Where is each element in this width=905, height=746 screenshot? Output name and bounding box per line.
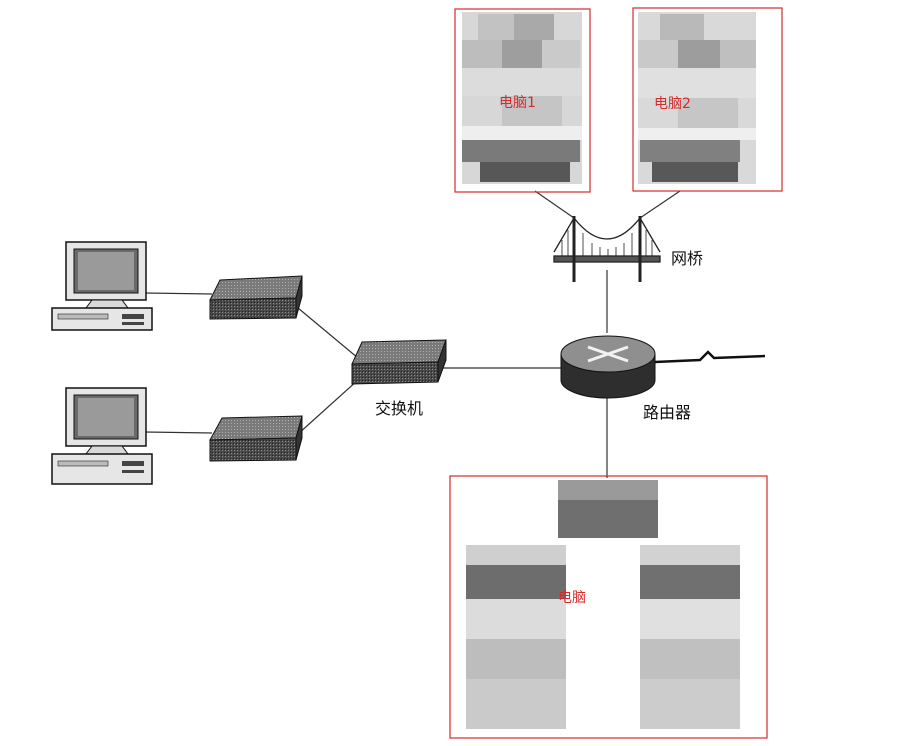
link-bridge-to-pc2 <box>639 190 681 219</box>
bridge-icon <box>553 216 661 282</box>
hub-bottom <box>209 415 303 462</box>
wan-link-icon <box>654 350 766 364</box>
link-pc-top-to-hub-top <box>144 292 213 295</box>
pc3-label: 电脑 <box>558 590 586 606</box>
workstation-bottom <box>51 387 153 485</box>
link-hub-bottom-to-switch <box>297 379 359 435</box>
pc1-blurred-block <box>462 12 582 184</box>
bridge-label: 网桥 <box>671 249 703 268</box>
connection-lines <box>144 190 681 478</box>
router-icon <box>560 335 656 399</box>
router-label: 路由器 <box>643 403 691 422</box>
pc1-label: 电脑1 <box>499 95 536 111</box>
pc3-highlight-box <box>449 475 768 739</box>
link-hub-top-to-switch <box>297 307 359 359</box>
pc2-blurred-block <box>638 12 756 184</box>
workstation-top <box>51 241 153 331</box>
pc2-highlight-box <box>632 7 783 192</box>
link-bridge-to-pc1 <box>534 190 575 219</box>
hub-top <box>209 275 303 320</box>
switch-label: 交换机 <box>375 399 423 418</box>
pc2-label: 电脑2 <box>654 96 691 112</box>
central-switch <box>351 339 447 385</box>
pc3-blurred-block <box>466 480 740 729</box>
link-pc-bottom-to-hub-bottom <box>144 431 213 434</box>
pc1-highlight-box <box>454 8 591 193</box>
